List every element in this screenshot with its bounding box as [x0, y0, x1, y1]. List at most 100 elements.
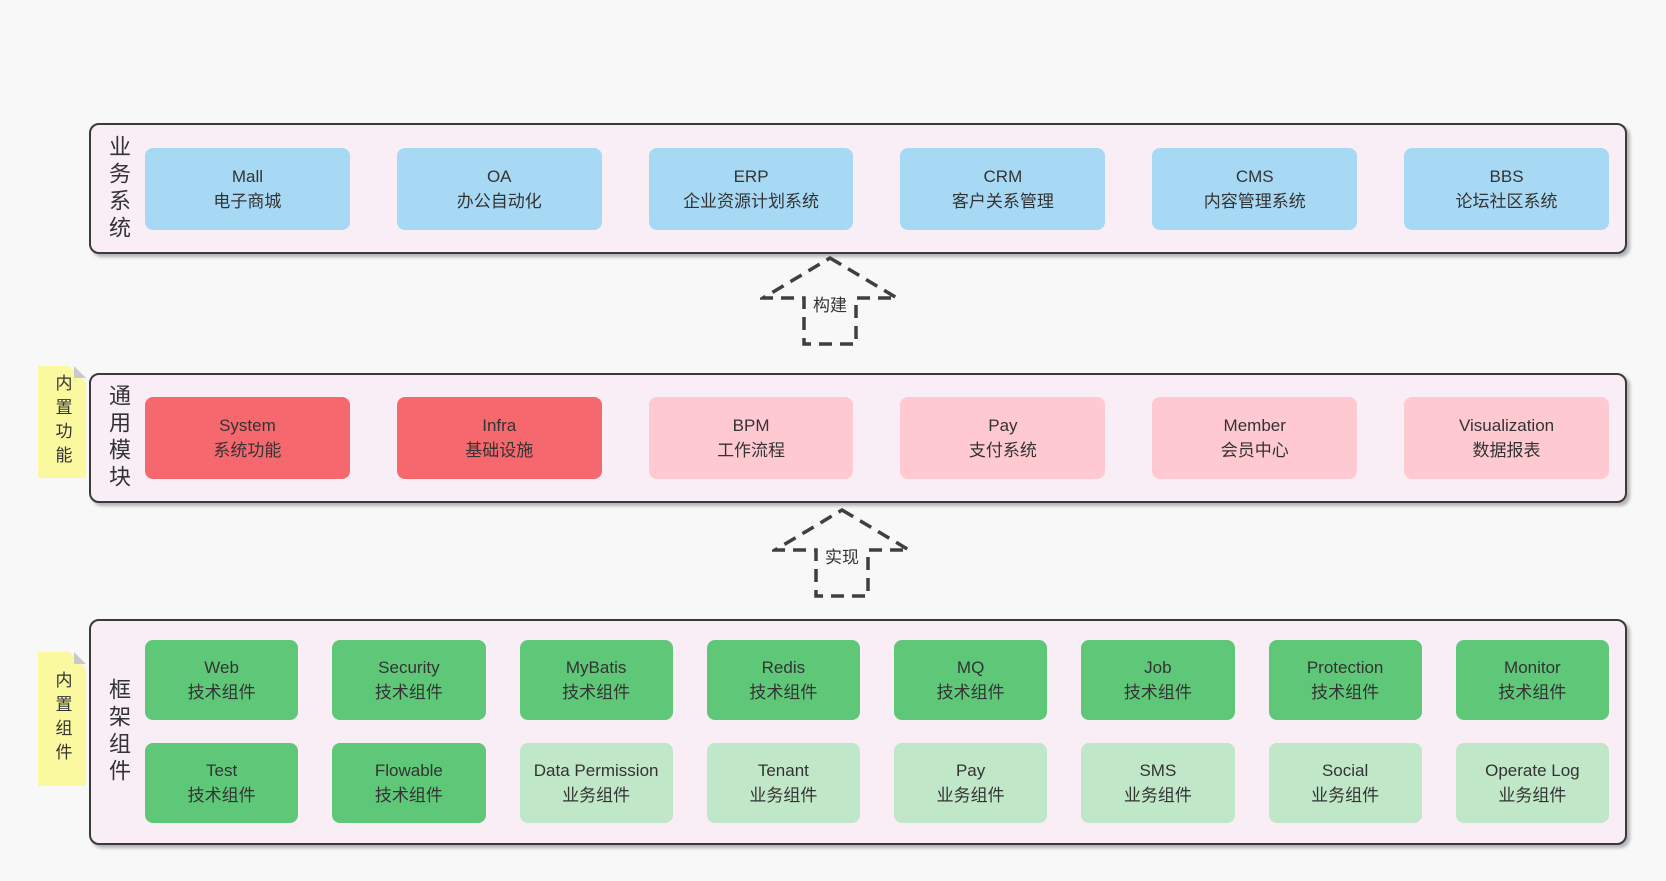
box-mybatis: MyBatis 技术组件 [519, 640, 673, 720]
box-name: Pay [955, 761, 986, 780]
box-subtitle: 业务组件 [562, 786, 631, 805]
box-subtitle: 技术组件 [936, 683, 1005, 702]
business-systems-label: 业务系统 [106, 134, 131, 243]
box-name: Pay [988, 416, 1018, 435]
box-subtitle: 业务组件 [936, 786, 1005, 805]
box-pay-business: Pay 业务组件 [894, 743, 1048, 823]
box-name: Mall [231, 166, 263, 186]
box-subtitle: 技术组件 [1311, 683, 1380, 702]
box-subtitle: 技术组件 [187, 683, 256, 702]
folded-corner-icon [74, 366, 86, 378]
box-name: CMS [1235, 166, 1274, 186]
box-job: Job 技术组件 [1081, 640, 1235, 720]
box-test: Test 技术组件 [145, 743, 299, 823]
box-subtitle: 系统功能 [213, 441, 282, 460]
box-mall: Mall 电子商城 [145, 147, 350, 230]
box-protection: Protection 技术组件 [1268, 640, 1422, 720]
box-subtitle: 会员中心 [1220, 441, 1289, 460]
box-name: Infra [482, 416, 517, 435]
box-monitor: Monitor 技术组件 [1455, 640, 1609, 720]
box-bbs: BBS 论坛社区系统 [1404, 147, 1609, 230]
box-subtitle: 技术组件 [749, 683, 818, 702]
business-systems-layer: 业务系统 Mall 电子商城 OA 办公自动化 ERP 企业资源计划系统 CRM… [89, 123, 1627, 254]
box-name: Visualization [1458, 416, 1555, 435]
box-name: Job [1144, 658, 1172, 677]
box-infra: Infra 基础设施 [396, 397, 602, 479]
box-subtitle: 客户关系管理 [951, 191, 1054, 211]
box-sms: SMS 业务组件 [1081, 743, 1235, 823]
dashed-up-arrow-icon [772, 507, 912, 598]
build-arrow-label: 构建 [810, 289, 850, 318]
sticky-note-builtin-components: 内置组件 [38, 652, 86, 786]
box-name: Tenant [757, 761, 809, 780]
box-subtitle: 技术组件 [1498, 683, 1567, 702]
box-name: System [219, 416, 276, 435]
box-operate-log: Operate Log 业务组件 [1455, 743, 1609, 823]
box-erp: ERP 企业资源计划系统 [648, 147, 854, 230]
box-name: ERP [733, 166, 769, 186]
box-name: Data Permission [533, 761, 659, 780]
box-visualization: Visualization 数据报表 [1404, 397, 1609, 479]
box-name: Social [1321, 761, 1369, 780]
box-name: Protection [1306, 658, 1384, 677]
box-subtitle: 基础设施 [465, 441, 534, 460]
box-name: CRM [983, 166, 1023, 186]
box-bpm: BPM 工作流程 [648, 397, 854, 479]
implement-arrow: 实现 [772, 507, 912, 599]
box-subtitle: 论坛社区系统 [1455, 191, 1558, 211]
box-subtitle: 电子商城 [213, 191, 282, 211]
box-data-permission: Data Permission 业务组件 [519, 743, 673, 823]
box-cms: CMS 内容管理系统 [1152, 147, 1358, 230]
box-name: Member [1223, 416, 1286, 435]
box-subtitle: 业务组件 [1498, 786, 1567, 805]
framework-components-layer: 框架组件 Web 技术组件 Security 技术组件 MyBatis 技术组件… [89, 619, 1627, 845]
box-subtitle: 业务组件 [1123, 786, 1192, 805]
box-flowable: Flowable 技术组件 [332, 743, 486, 823]
business-systems-row: Mall 电子商城 OA 办公自动化 ERP 企业资源计划系统 CRM 客户关系… [145, 125, 1625, 252]
box-mq: MQ 技术组件 [894, 640, 1048, 720]
box-redis: Redis 技术组件 [706, 640, 860, 720]
folded-corner-icon [74, 652, 86, 664]
framework-components-label: 框架组件 [106, 678, 131, 786]
box-subtitle: 技术组件 [1123, 683, 1192, 702]
box-name: Monitor [1504, 658, 1561, 677]
box-name: Operate Log [1485, 761, 1580, 780]
box-subtitle: 技术组件 [187, 786, 256, 805]
box-social: Social 业务组件 [1268, 743, 1422, 823]
box-name: OA [486, 166, 512, 186]
box-name: SMS [1139, 761, 1177, 780]
box-oa: OA 办公自动化 [396, 147, 602, 230]
box-subtitle: 工作流程 [717, 441, 786, 460]
box-name: Flowable [374, 761, 443, 780]
box-system: System 系统功能 [145, 397, 350, 479]
box-subtitle: 数据报表 [1472, 441, 1541, 460]
box-name: Test [206, 761, 238, 780]
box-pay: Pay 支付系统 [900, 397, 1106, 479]
box-name: Security [378, 658, 440, 677]
box-name: MQ [956, 658, 985, 677]
box-name: BBS [1489, 166, 1524, 186]
box-subtitle: 业务组件 [1311, 786, 1380, 805]
box-subtitle: 技术组件 [562, 683, 631, 702]
framework-components-grid: Web 技术组件 Security 技术组件 MyBatis 技术组件 Redi… [145, 621, 1625, 843]
dashed-up-arrow-icon [760, 255, 900, 346]
box-subtitle: 办公自动化 [456, 191, 542, 211]
box-web: Web 技术组件 [145, 640, 299, 720]
box-subtitle: 技术组件 [374, 683, 443, 702]
common-modules-row: System 系统功能 Infra 基础设施 BPM 工作流程 Pay 支付系统… [145, 375, 1625, 501]
box-name: BPM [732, 416, 770, 435]
box-subtitle: 业务组件 [749, 786, 818, 805]
box-name: Redis [761, 658, 806, 677]
box-security: Security 技术组件 [332, 640, 486, 720]
common-modules-label: 通用模块 [106, 384, 131, 492]
box-subtitle: 内容管理系统 [1203, 191, 1306, 211]
implement-arrow-label: 实现 [822, 541, 862, 570]
sticky-note-builtin-features: 内置功能 [38, 366, 86, 478]
box-subtitle: 支付系统 [968, 441, 1037, 460]
box-member: Member 会员中心 [1152, 397, 1358, 479]
common-modules-layer: 通用模块 System 系统功能 Infra 基础设施 BPM 工作流程 Pay… [89, 373, 1627, 503]
box-crm: CRM 客户关系管理 [900, 147, 1106, 230]
box-name: Web [204, 658, 239, 677]
box-name: MyBatis [565, 658, 627, 677]
